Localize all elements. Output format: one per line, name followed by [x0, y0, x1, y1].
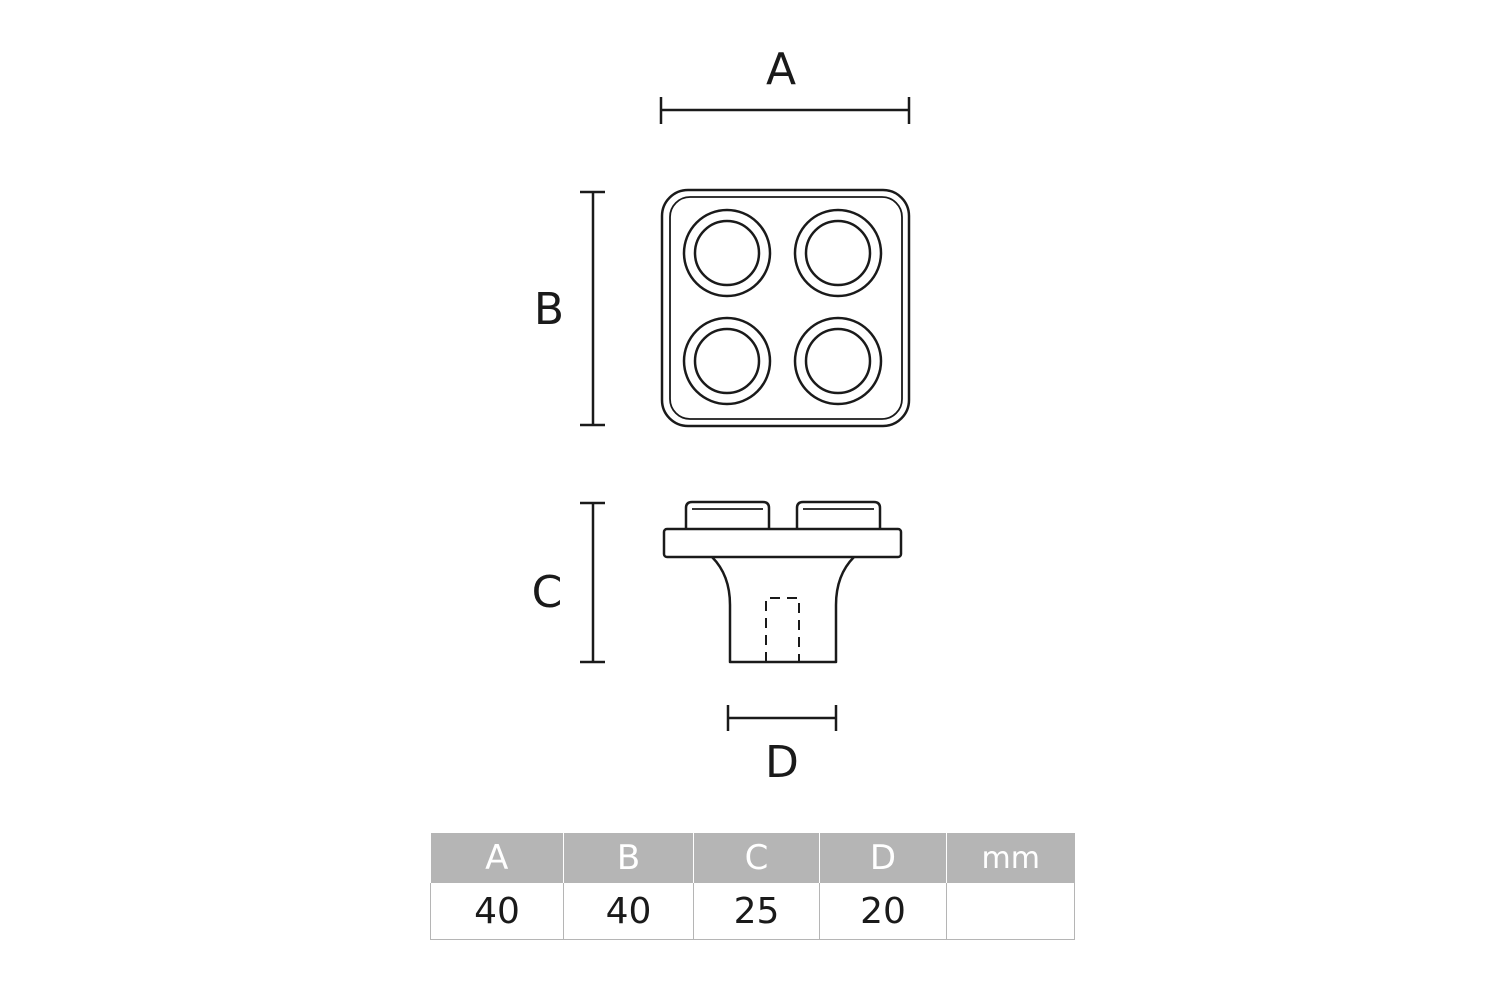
header-unit: mm — [946, 833, 1075, 883]
header-a: A — [430, 833, 564, 883]
bump-bottom-right — [793, 316, 883, 406]
value-c: 25 — [693, 883, 820, 940]
dimension-table-header-row: A B C D mm — [430, 833, 1075, 883]
dimension-b-label: B — [534, 284, 564, 335]
knob-top-view — [660, 188, 911, 428]
value-unit — [946, 883, 1075, 940]
dimension-c-label: C — [532, 567, 563, 618]
dimension-table: A B C D mm 40 40 25 20 — [430, 833, 1075, 940]
dimension-d — [726, 705, 838, 731]
header-c: C — [693, 833, 820, 883]
dimension-a — [659, 97, 911, 124]
value-a: 40 — [430, 883, 564, 940]
header-d: D — [819, 833, 947, 883]
value-d: 20 — [819, 883, 947, 940]
bump-top-left — [682, 208, 772, 298]
header-b: B — [563, 833, 694, 883]
value-b: 40 — [563, 883, 694, 940]
dimension-d-label: D — [765, 737, 799, 788]
bump-bottom-left — [682, 316, 772, 406]
bump-top-right — [793, 208, 883, 298]
dimension-table-value-row: 40 40 25 20 — [430, 883, 1075, 940]
dimension-a-label: A — [766, 44, 796, 95]
knob-side-view — [662, 500, 903, 664]
dimension-c — [580, 501, 605, 664]
dimension-b — [580, 190, 605, 427]
